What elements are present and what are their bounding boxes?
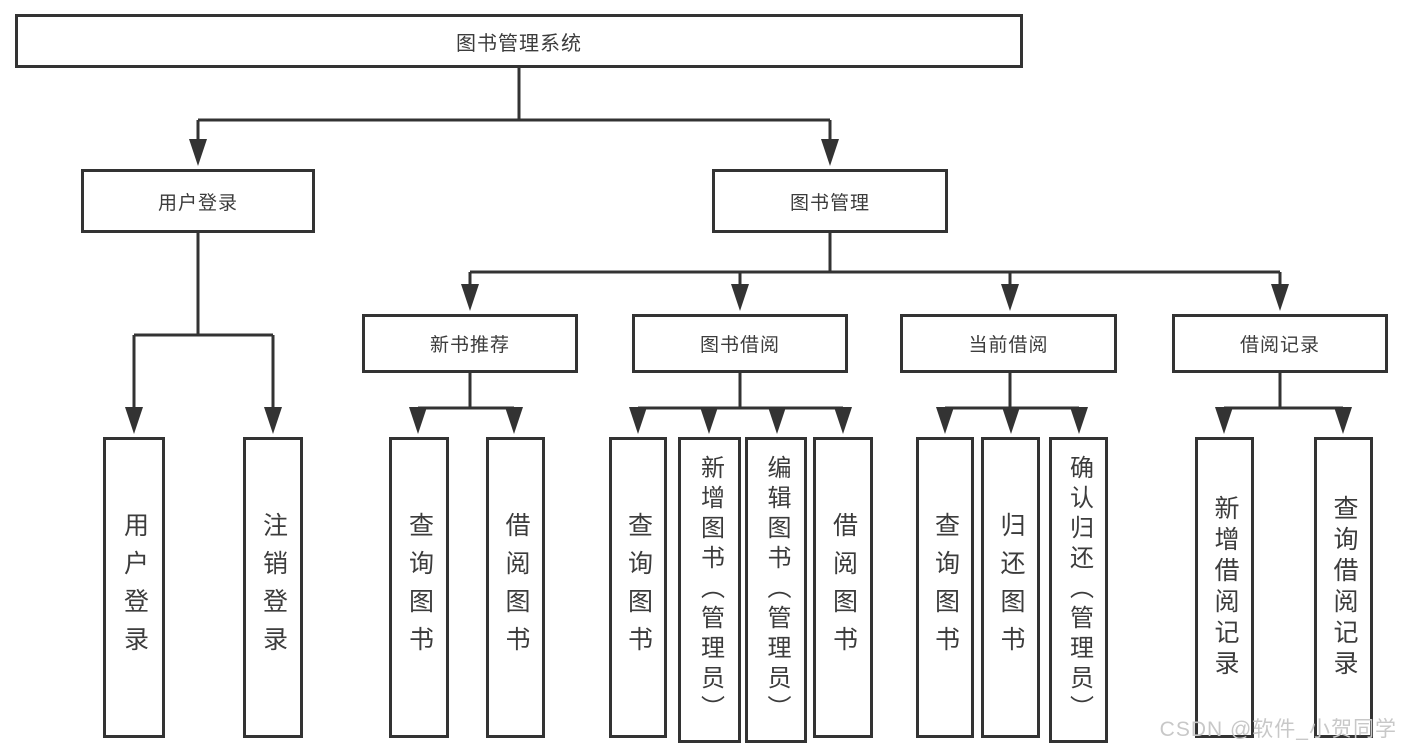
leaf-query-borrow-record: 查询借阅记录 [1314, 437, 1373, 738]
leaf-logout: 注销登录 [243, 437, 303, 738]
leaf-query-books-borrow-label: 查询图书 [624, 511, 653, 664]
csdn-watermark: CSDN @软件_小贺同学 [1159, 718, 1397, 741]
leaf-add-borrow-record: 新增借阅记录 [1195, 437, 1254, 738]
leaf-confirm-return-admin-label: 确认归还（管理员） [1065, 455, 1093, 725]
leaf-return-books-label: 归还图书 [997, 511, 1025, 664]
leaf-user-login-label: 用户登录 [120, 511, 149, 664]
node-library-system-label: 图书管理系统 [456, 32, 582, 55]
leaf-borrow-books-recommend: 借阅图书 [486, 437, 545, 738]
leaf-query-books-borrow: 查询图书 [609, 437, 667, 738]
node-book-management: 图书管理 [712, 169, 948, 233]
leaf-query-books-current: 查询图书 [916, 437, 974, 738]
node-borrow-records: 借阅记录 [1172, 314, 1388, 373]
leaf-add-book-admin: 新增图书（管理员） [678, 437, 741, 743]
node-user-login: 用户登录 [81, 169, 315, 233]
leaf-confirm-return-admin: 确认归还（管理员） [1049, 437, 1108, 743]
leaf-borrow-books-label: 借阅图书 [829, 511, 858, 664]
leaf-logout-label: 注销登录 [259, 511, 288, 664]
node-book-borrow: 图书借阅 [632, 314, 848, 373]
leaf-query-books-recommend-label: 查询图书 [405, 511, 434, 664]
node-current-borrow: 当前借阅 [900, 314, 1117, 373]
node-new-book-recommend-label: 新书推荐 [429, 335, 510, 356]
node-borrow-records-label: 借阅记录 [1239, 335, 1320, 356]
node-book-management-label: 图书管理 [789, 192, 870, 214]
arrowheads [125, 139, 1352, 434]
node-library-system: 图书管理系统 [15, 14, 1023, 68]
node-user-login-label: 用户登录 [157, 192, 238, 214]
node-new-book-recommend: 新书推荐 [362, 314, 578, 373]
leaf-query-borrow-record-label: 查询借阅记录 [1330, 494, 1358, 681]
leaf-edit-book-admin-label: 编辑图书（管理员） [763, 455, 790, 725]
leaf-return-books: 归还图书 [981, 437, 1040, 738]
leaf-borrow-books: 借阅图书 [813, 437, 873, 738]
node-book-borrow-label: 图书借阅 [699, 335, 780, 356]
leaf-edit-book-admin: 编辑图书（管理员） [745, 437, 807, 743]
leaf-user-login: 用户登录 [103, 437, 165, 738]
leaf-borrow-books-recommend-label: 借阅图书 [502, 511, 530, 664]
leaf-add-book-admin-label: 新增图书（管理员） [696, 455, 724, 725]
leaf-add-borrow-record-label: 新增借阅记录 [1211, 494, 1239, 681]
leaf-query-books-recommend: 查询图书 [389, 437, 449, 738]
leaf-query-books-current-label: 查询图书 [931, 511, 960, 664]
node-current-borrow-label: 当前借阅 [968, 335, 1049, 356]
